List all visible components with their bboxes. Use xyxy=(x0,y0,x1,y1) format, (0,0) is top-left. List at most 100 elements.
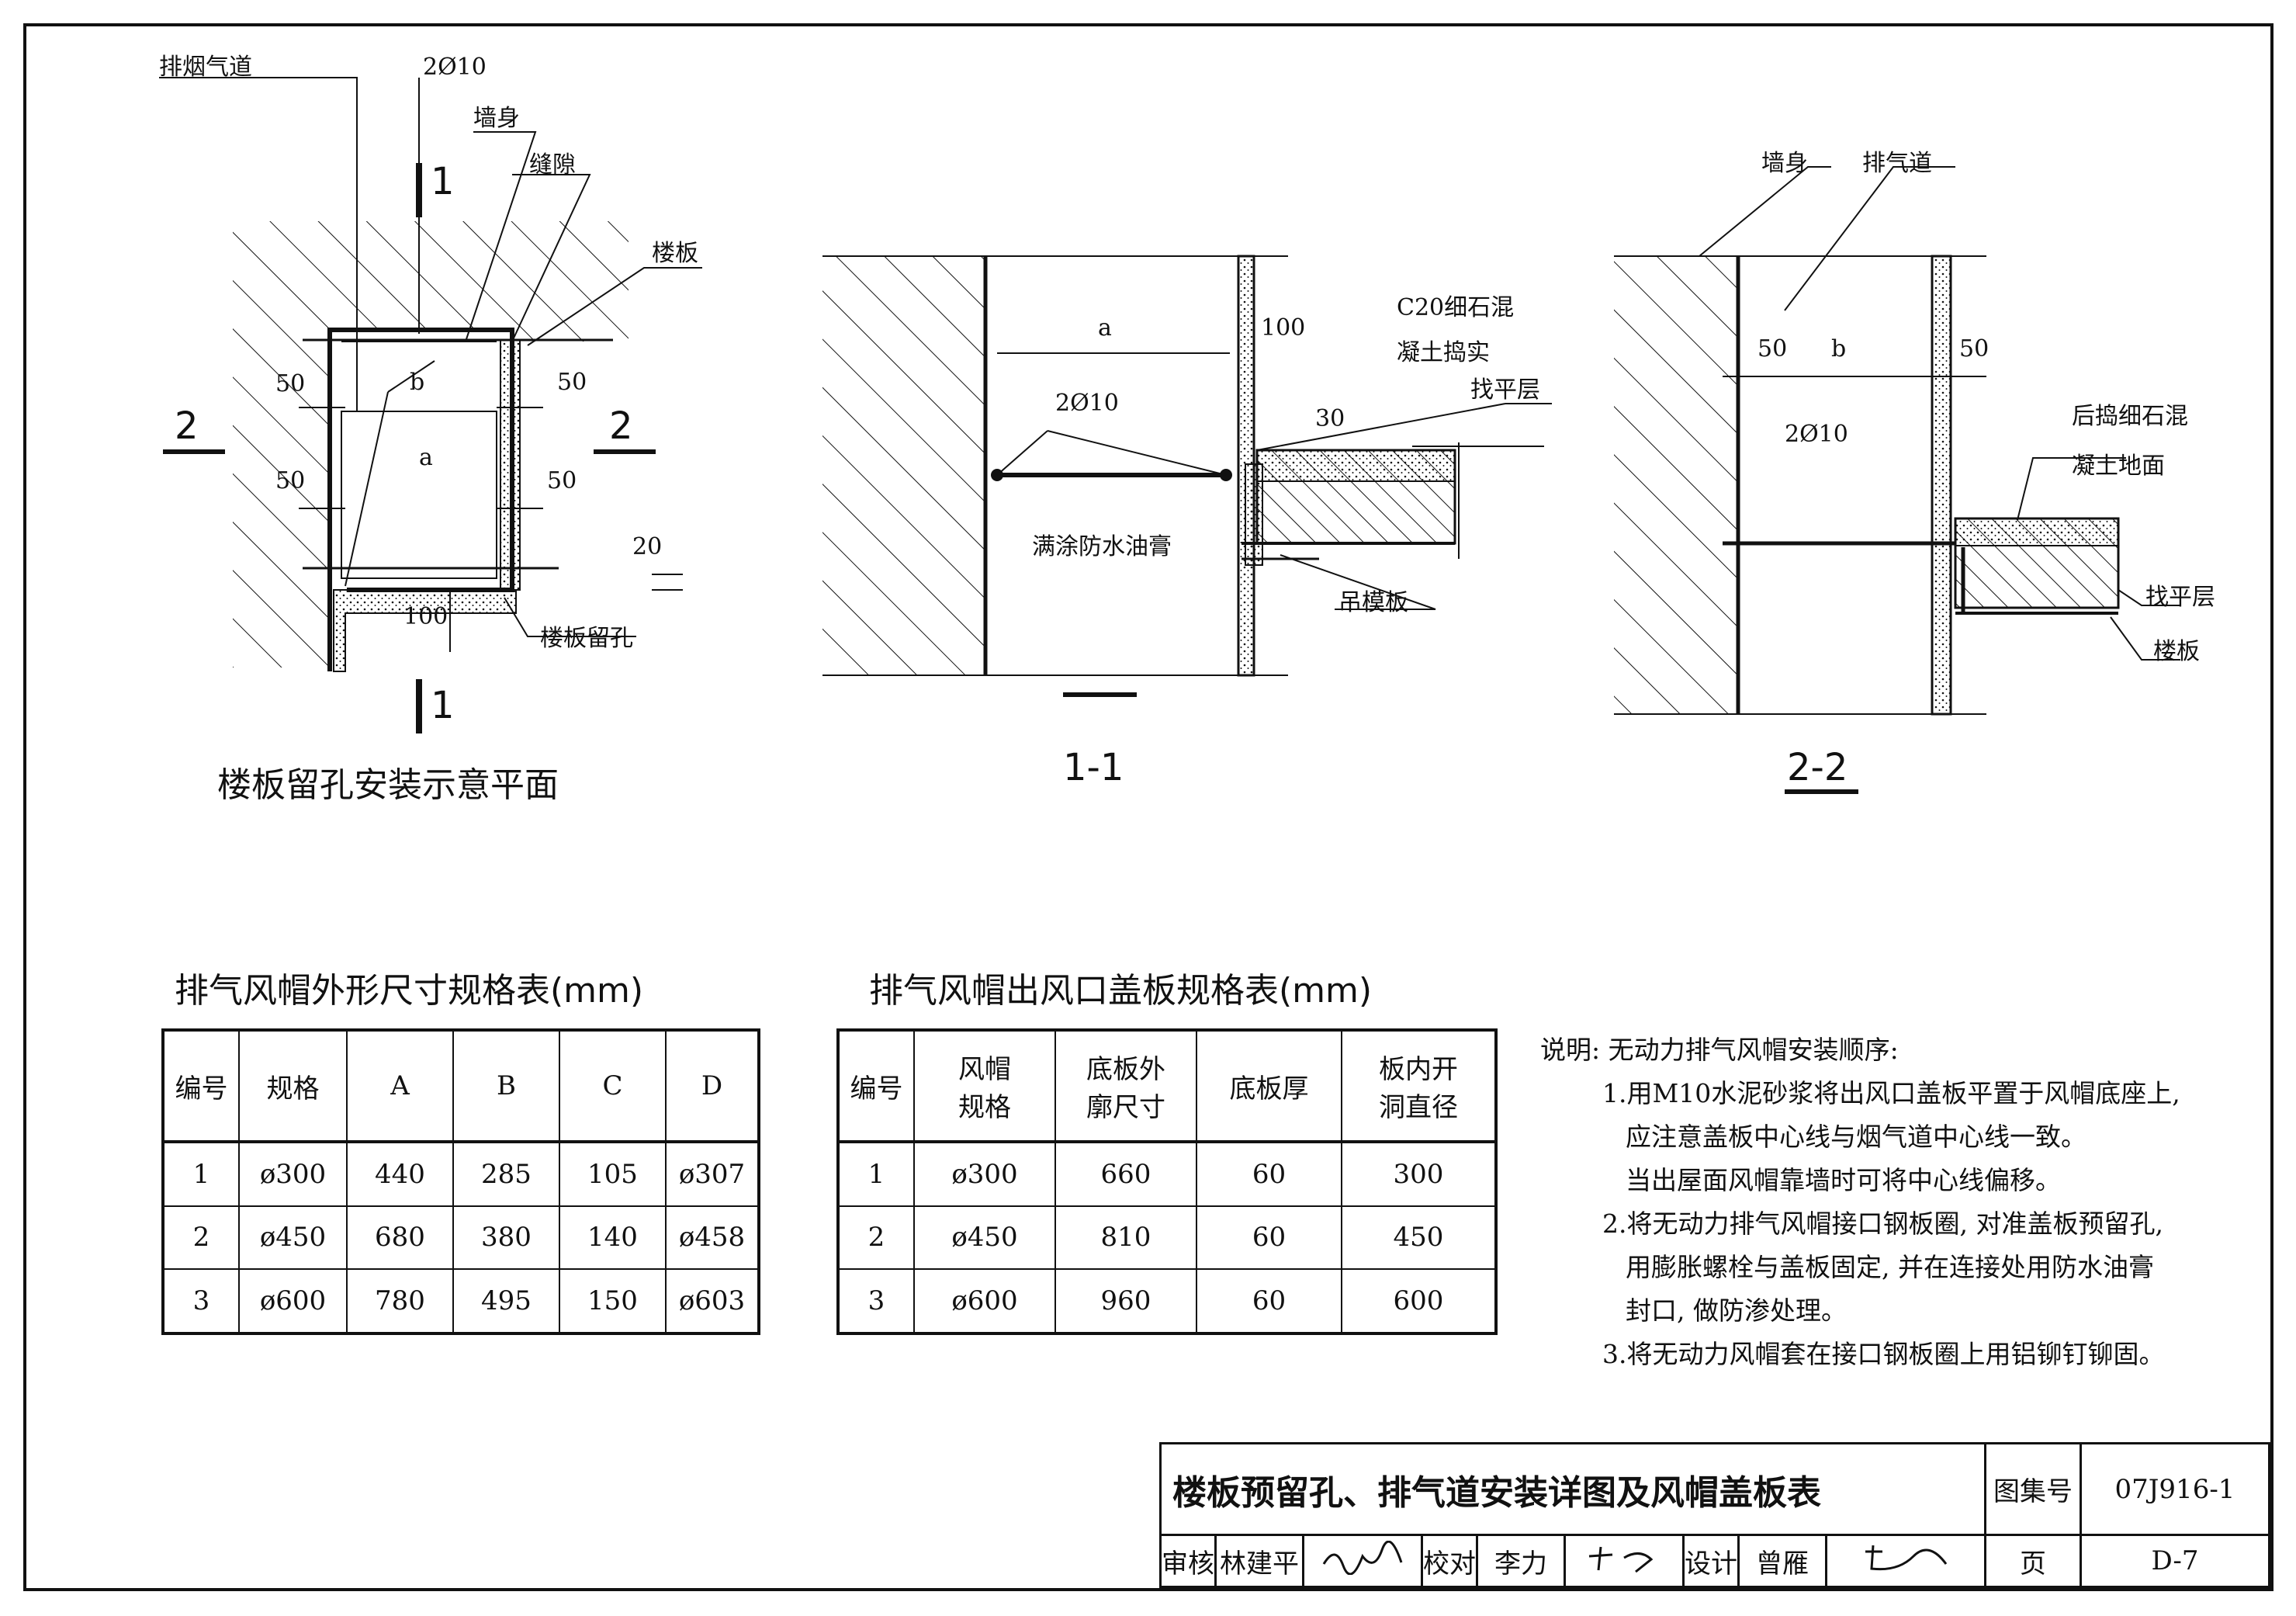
table-cell: 150 xyxy=(559,1268,667,1334)
table-cover-header: 风帽 规格 xyxy=(913,1029,1056,1143)
label-s1-dim-30: 30 xyxy=(1315,405,1345,432)
table-cell: ø300 xyxy=(238,1141,348,1207)
label-concrete-line2: 凝土地面 xyxy=(2072,453,2165,480)
section-2-title: 2-2 xyxy=(1787,746,1848,789)
atlas-label: 图集号 xyxy=(1984,1442,2082,1536)
header-line: 风帽 xyxy=(958,1054,1011,1085)
table-row: 1 ø300 660 60 300 xyxy=(837,1141,1497,1207)
label-s1-dim-100: 100 xyxy=(1261,314,1306,342)
table-cover-header: 底板外 廓尺寸 xyxy=(1054,1029,1197,1143)
design-label: 设计 xyxy=(1682,1534,1740,1588)
table-cover-header: 编号 xyxy=(837,1029,915,1143)
cut-2-right: 2 xyxy=(609,404,633,448)
header-line: 底板厚 xyxy=(1229,1073,1309,1104)
label-dim-50-lt: 50 xyxy=(275,370,306,397)
label-c20-line1: C20细石混 xyxy=(1397,294,1515,321)
label-dim-50-lb: 50 xyxy=(275,467,306,494)
table-cell: ø450 xyxy=(238,1205,348,1271)
label-s2-slab: 楼板 xyxy=(2153,638,2200,665)
table-cap-header: D xyxy=(665,1029,760,1143)
designer-name: 曾雁 xyxy=(1737,1534,1827,1588)
table-cover-title: 排气风帽出风口盖板规格表(mm) xyxy=(869,971,1373,1011)
cut-2-left: 2 xyxy=(175,404,199,448)
header-line: 底板外 xyxy=(1086,1054,1165,1085)
label-s2-rebar: 2Ø10 xyxy=(1785,421,1848,448)
table-cap-header: 编号 xyxy=(162,1029,240,1143)
table-cover: 编号 风帽 规格 底板外 廓尺寸 底板厚 板内开 洞直径 1 ø300 660 … xyxy=(836,1028,1498,1335)
label-s2-duct: 排气道 xyxy=(1862,150,1932,177)
table-cell: 1 xyxy=(162,1141,240,1207)
cut-1-bottom: 1 xyxy=(431,684,455,727)
table-row: 1 ø300 440 285 105 ø307 xyxy=(162,1141,760,1207)
plan-title: 楼板留孔安装示意平面 xyxy=(217,765,559,805)
table-cell: 105 xyxy=(559,1141,667,1207)
check-label: 校对 xyxy=(1421,1534,1478,1588)
label-s1-dim-a: a xyxy=(1098,314,1112,342)
table-row: 3 ø600 780 495 150 ø603 xyxy=(162,1268,760,1334)
table-cell: 600 xyxy=(1341,1268,1497,1334)
note-line: 应注意盖板中心线与烟气道中心线一致。 xyxy=(1626,1122,2086,1152)
drawing-frame xyxy=(23,23,2273,1591)
section-2-view xyxy=(1614,166,2180,794)
label-dim-50-rb: 50 xyxy=(547,467,577,494)
signature-mark xyxy=(1865,1545,1948,1570)
table-cell: ø458 xyxy=(665,1205,760,1271)
section-1-view xyxy=(822,255,1552,697)
label-plan-wall: 墙身 xyxy=(473,105,520,132)
label-formwork: 吊模板 xyxy=(1338,589,1408,616)
table-cap-title: 排气风帽外形尺寸规格表(mm) xyxy=(175,971,644,1011)
notes: 说明: 无动力排气风帽安装顺序: 1.用M10水泥砂浆将出风口盖板平置于风帽底座… xyxy=(1540,1028,2180,1376)
table-cell: 60 xyxy=(1196,1205,1342,1271)
table-cell: 450 xyxy=(1341,1205,1497,1271)
table-cell: ø600 xyxy=(913,1268,1056,1334)
note-line: 封口, 做防渗处理。 xyxy=(1626,1295,1847,1326)
note-line: 3.将无动力风帽套在接口钢板圈上用铝铆钉铆固。 xyxy=(1602,1339,2165,1369)
table-cap-header: 规格 xyxy=(238,1029,348,1143)
table-cell: 140 xyxy=(559,1205,667,1271)
table-cell: ø307 xyxy=(665,1141,760,1207)
table-cap-header: C xyxy=(559,1029,667,1143)
reviewer-name: 林建平 xyxy=(1214,1534,1304,1588)
signature-mark xyxy=(1588,1546,1654,1573)
table-cell: 380 xyxy=(452,1205,560,1271)
table-cell: 60 xyxy=(1196,1268,1342,1334)
header-line: 廓尺寸 xyxy=(1086,1092,1165,1123)
page-number: D-7 xyxy=(2080,1534,2270,1588)
table-row: 2 ø450 810 60 450 xyxy=(837,1205,1497,1271)
label-s2-wall: 墙身 xyxy=(1761,150,1808,177)
header-line: 洞直径 xyxy=(1379,1092,1458,1123)
label-s2-leveling: 找平层 xyxy=(2145,584,2215,611)
table-cell: 495 xyxy=(452,1268,560,1334)
table-cell: ø603 xyxy=(665,1268,760,1334)
note-line: 1.用M10水泥砂浆将出风口盖板平置于风帽底座上, xyxy=(1602,1078,2180,1108)
table-cell: 960 xyxy=(1054,1268,1197,1334)
table-cover-header: 底板厚 xyxy=(1196,1029,1342,1143)
note-line: 说明: 无动力排气风帽安装顺序: xyxy=(1540,1035,1899,1065)
page-label: 页 xyxy=(1984,1534,2082,1588)
note-line: 当出屋面风帽靠墙时可将中心线偏移。 xyxy=(1626,1165,2061,1195)
label-dim-100: 100 xyxy=(403,603,448,630)
label-concrete-line1: 后捣细石混 xyxy=(2072,403,2188,430)
table-cell: ø450 xyxy=(913,1205,1056,1271)
table-cell: 3 xyxy=(162,1268,240,1334)
table-cell: 285 xyxy=(452,1141,560,1207)
label-dim-50-rt: 50 xyxy=(557,369,587,396)
note-line: 2.将无动力排气风帽接口钢板圈, 对准盖板预留孔, xyxy=(1602,1209,2163,1239)
table-cell: 2 xyxy=(162,1205,240,1271)
section-1-title: 1-1 xyxy=(1063,746,1124,789)
label-plan-rebar: 2Ø10 xyxy=(423,54,487,81)
plan-view xyxy=(159,77,702,733)
label-slab-hole: 楼板留孔 xyxy=(540,625,633,652)
signature-mark xyxy=(1322,1540,1403,1575)
table-row: 2 ø450 680 380 140 ø458 xyxy=(162,1205,760,1271)
table-cell: 300 xyxy=(1341,1141,1497,1207)
header-line: 板内开 xyxy=(1379,1054,1458,1085)
table-cell: 680 xyxy=(346,1205,454,1271)
label-dim-20: 20 xyxy=(632,533,663,560)
label-s2-dim-b: b xyxy=(1831,335,1847,362)
label-s2-dim-50-right: 50 xyxy=(1959,335,1990,362)
label-plan-dim-a: a xyxy=(419,444,433,471)
table-cap: 编号 规格 A B C D 1 ø300 440 285 105 ø307 2 … xyxy=(161,1028,760,1335)
table-row: 3 ø600 960 60 600 xyxy=(837,1268,1497,1334)
